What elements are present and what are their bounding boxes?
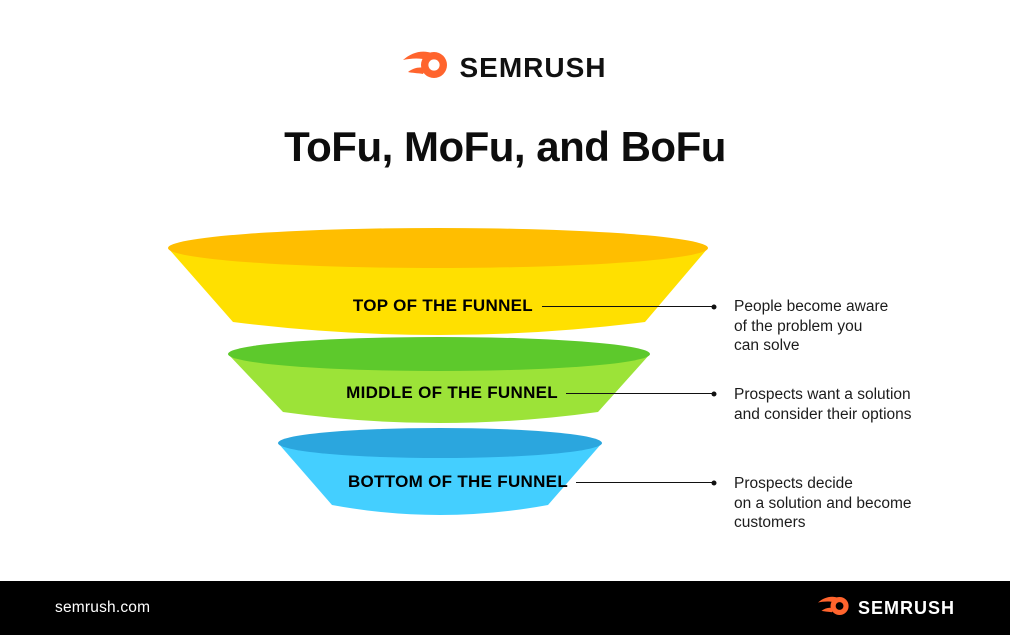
description-bottom-of-funnel: Prospects decide on a solution and becom… xyxy=(734,475,912,531)
funnel-middle-body xyxy=(228,354,650,423)
funnel-segment-middle xyxy=(228,337,650,423)
funnel-bottom-body xyxy=(278,443,602,515)
connector-line-top xyxy=(542,306,712,307)
footer-website: semrush.com xyxy=(55,599,151,616)
funnel-top-body xyxy=(168,248,708,335)
footer-bar: semrush.com SEMRUSH xyxy=(0,581,1010,635)
header-brand-wordmark: SEMRUSH xyxy=(459,51,607,83)
semrush-flame-icon xyxy=(403,48,449,87)
funnel-segment-top xyxy=(168,228,708,335)
label-top-of-funnel: TOP OF THE FUNNEL xyxy=(352,296,533,315)
footer-brand-wordmark: SEMRUSH xyxy=(857,597,955,618)
description-middle-of-funnel: Prospects want a solution and consider t… xyxy=(734,386,912,423)
label-bottom-of-funnel: BOTTOM OF THE FUNNEL xyxy=(347,472,568,491)
connector-line-bottom xyxy=(576,482,712,483)
funnel-middle-ellipse xyxy=(228,337,650,371)
funnel-segment-bottom xyxy=(278,428,602,515)
footer-brand: SEMRUSH xyxy=(817,594,955,623)
description-top-of-funnel: People become aware of the problem you c… xyxy=(734,298,889,354)
header-brand: SEMRUSH xyxy=(0,48,1010,87)
page-title: ToFu, MoFu, and BoFu xyxy=(284,123,726,170)
footer-semrush-flame-icon xyxy=(817,594,850,623)
label-middle-of-funnel: MIDDLE OF THE FUNNEL xyxy=(346,383,558,402)
funnel-graphic xyxy=(168,228,708,515)
funnel-bottom-ellipse xyxy=(278,428,602,458)
connector-dot-top xyxy=(711,304,717,309)
funnel-top-ellipse xyxy=(168,228,708,268)
connector-dot-bottom xyxy=(711,480,717,485)
connector-line-middle xyxy=(566,393,712,394)
connector-dot-middle xyxy=(711,391,717,396)
